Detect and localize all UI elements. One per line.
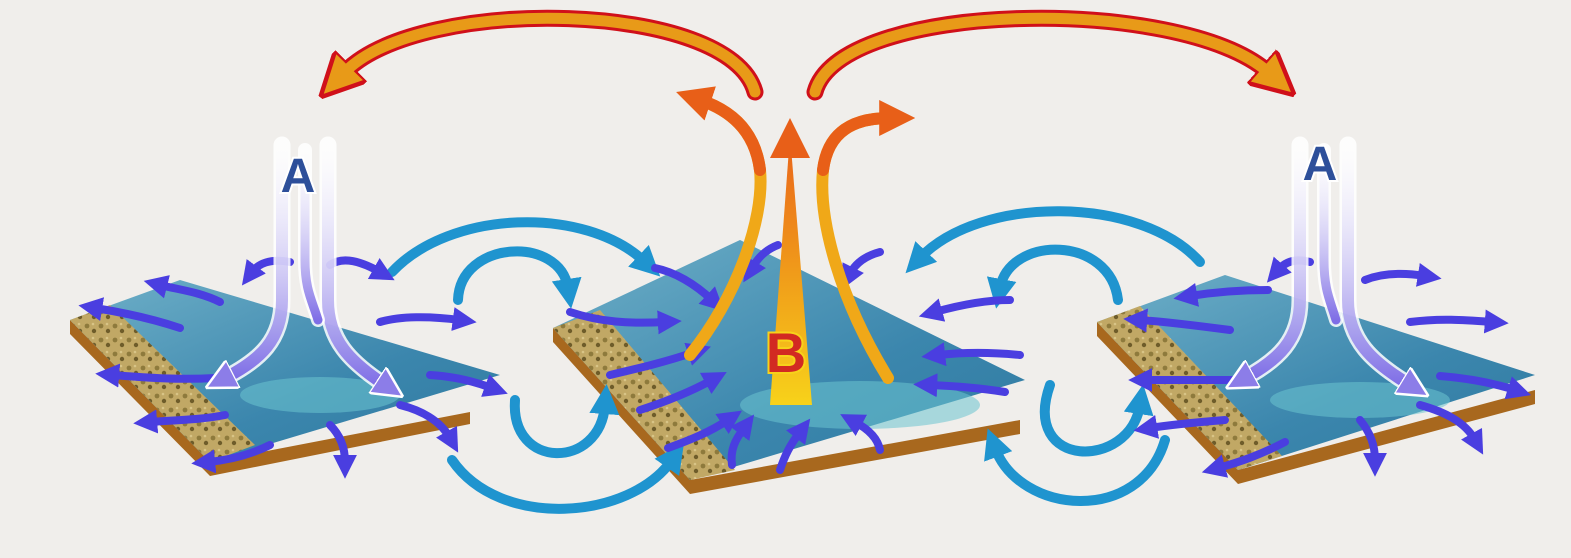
wind-arrow xyxy=(1356,416,1387,477)
high-pressure-label-right: A xyxy=(1303,138,1338,191)
surface-winds-center xyxy=(566,241,1024,474)
wind-arrow xyxy=(1406,309,1509,334)
wind-arrow xyxy=(727,414,755,469)
wind-arrow xyxy=(326,421,357,479)
loop-left-upper xyxy=(387,217,661,277)
loop-right-inner-upper xyxy=(986,244,1123,309)
upper-flow-right xyxy=(806,9,1268,101)
wind-arrow xyxy=(913,373,1009,398)
wind-arrow xyxy=(743,241,782,283)
low-pressure-label-center: B xyxy=(766,321,806,384)
wind-arrow xyxy=(918,296,1014,322)
wind-arrow xyxy=(1133,415,1229,439)
loop-left-inner-upper xyxy=(453,246,582,309)
wind-arrow xyxy=(326,256,395,281)
down-arrow-icon xyxy=(225,136,385,385)
wind-arrow xyxy=(376,307,477,331)
wind-arrow xyxy=(1201,438,1289,478)
wind-arrow xyxy=(776,418,811,474)
wind-arrow xyxy=(191,441,274,474)
upper-return-flow xyxy=(345,9,1268,101)
descending-air-right xyxy=(1245,136,1410,385)
wind-arrow xyxy=(664,410,742,452)
loop-left-inner-lower xyxy=(509,384,620,459)
down-arrow-icon xyxy=(1245,136,1410,385)
wind-arrow xyxy=(95,363,219,388)
rising-core xyxy=(770,135,812,405)
loop-right-lower xyxy=(984,428,1170,506)
convective-loops xyxy=(387,206,1205,514)
wind-arrow xyxy=(143,275,224,306)
wind-arrow xyxy=(1173,283,1272,307)
loop-left-lower xyxy=(447,442,685,514)
high-pressure-label-left: A xyxy=(281,150,316,203)
surface-winds-right xyxy=(1123,256,1532,478)
loop-right-upper xyxy=(905,206,1205,274)
wind-arrow xyxy=(1416,401,1484,455)
loop-right-inner-lower xyxy=(1039,380,1154,457)
wind-arrow xyxy=(840,414,884,454)
wind-arrow xyxy=(566,308,682,335)
wind-arrow xyxy=(396,401,459,453)
wind-arrow xyxy=(921,342,1024,367)
descending-air-left xyxy=(225,136,385,385)
wind-arrow xyxy=(651,264,725,312)
wind-arrow xyxy=(1436,372,1532,400)
wind-arrow xyxy=(1123,308,1234,334)
wind-arrow xyxy=(133,409,229,434)
wind-arrow xyxy=(426,371,508,397)
wind-arrow xyxy=(842,248,884,290)
ascending-air-center xyxy=(676,86,916,405)
upper-flow-left xyxy=(345,9,764,92)
wind-arrow xyxy=(636,371,727,414)
wind-arrow xyxy=(78,297,184,332)
up-arrow-icon xyxy=(676,86,916,405)
wind-arrow xyxy=(1361,263,1442,287)
